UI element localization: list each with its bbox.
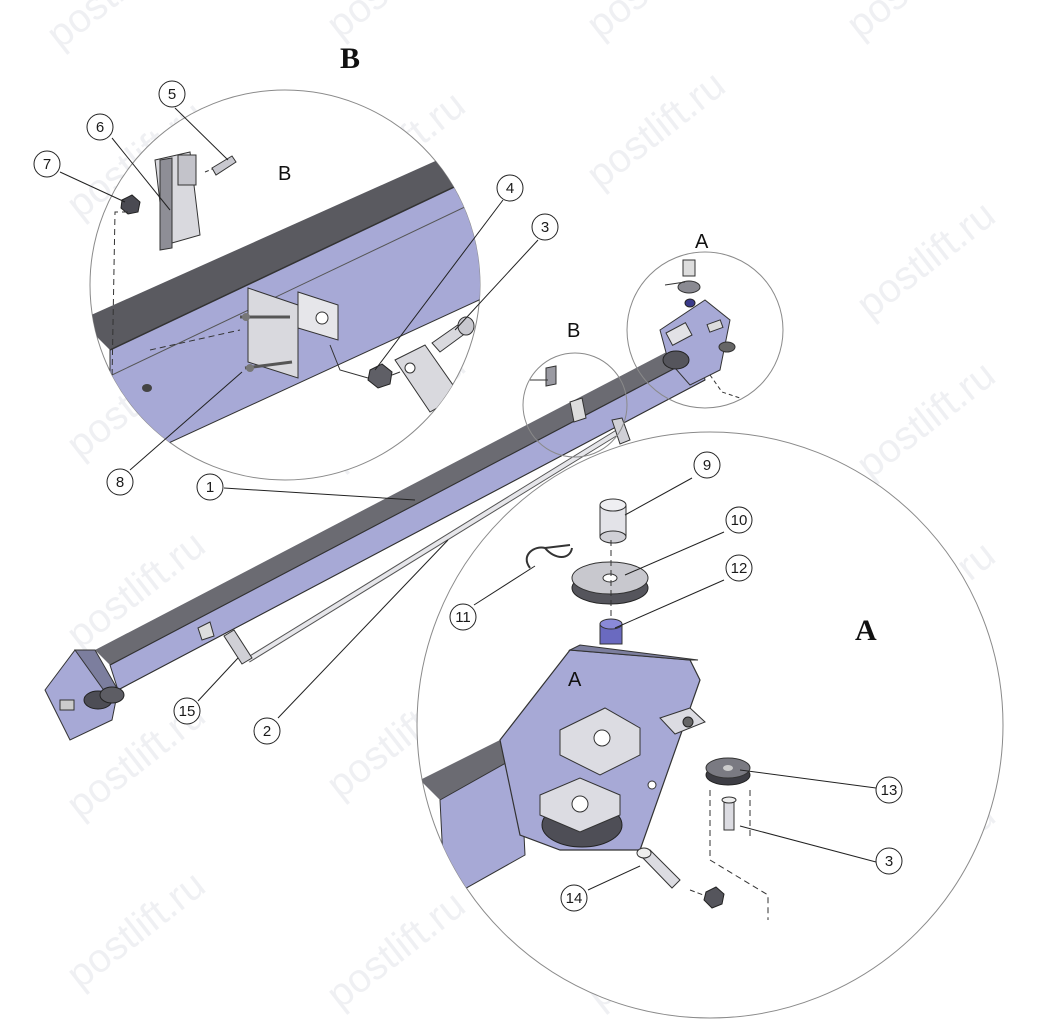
callout-10: 10	[725, 506, 753, 534]
detail-b-ref-circle	[522, 352, 628, 458]
beam-left-end-plate	[44, 649, 119, 741]
watermark: postlift.ru	[838, 0, 993, 47]
callout-11: 11	[449, 603, 477, 631]
leader-lines	[59, 107, 877, 891]
ref-b-label: B	[567, 320, 580, 342]
callout-label: 9	[703, 457, 711, 474]
rod-end-part-15	[223, 629, 253, 665]
detail-b-view: B	[89, 89, 481, 481]
callout-label: 7	[43, 156, 51, 173]
watermark: postlift.ru	[578, 62, 733, 197]
callout-7: 7	[33, 150, 61, 178]
clip-part-11	[525, 544, 573, 569]
nut-part-7	[120, 194, 141, 215]
bolt-head	[242, 313, 250, 321]
callout-14: 14	[560, 884, 588, 912]
callout-4: 4	[496, 174, 524, 202]
callout-label: 12	[731, 560, 748, 577]
detail-a-inner-label: A	[568, 669, 582, 691]
callout-15: 15	[173, 697, 201, 725]
detail-b-inner-label: B	[278, 163, 291, 185]
detail-a-circle	[416, 431, 1004, 1019]
callout-label: 5	[168, 86, 176, 103]
callout-3-upper: 3	[531, 213, 559, 241]
watermark: postlift.ru	[58, 862, 213, 997]
beam-top-face	[90, 150, 480, 350]
bolt-head	[246, 364, 254, 372]
nut-part-4	[367, 363, 393, 389]
callout-label: 10	[731, 512, 748, 529]
callout-label: 3	[885, 853, 893, 870]
watermark: postlift.ru	[848, 352, 1003, 487]
watermark: postlift.ru	[318, 0, 473, 47]
callout-1: 1	[196, 473, 224, 501]
pin-part-3-detail	[723, 799, 735, 831]
detail-a-title: A	[855, 614, 877, 647]
callout-label: 8	[116, 474, 124, 491]
nut-part-14	[703, 886, 725, 909]
callout-label: 13	[881, 782, 898, 799]
callout-label: 14	[566, 890, 583, 907]
screw-part-5	[211, 155, 237, 176]
pin-small	[682, 259, 696, 277]
washer-small	[677, 280, 701, 294]
main-beam-assembly	[44, 259, 741, 741]
callout-label: 15	[179, 703, 196, 720]
bracket-plate	[247, 287, 299, 379]
detail-a-ref-circle	[626, 251, 784, 409]
callout-5: 5	[158, 80, 186, 108]
callout-label: 11	[455, 609, 471, 626]
callout-label: 6	[96, 119, 104, 136]
main-beam-top	[95, 345, 700, 665]
callout-2: 2	[253, 717, 281, 745]
callout-6: 6	[86, 113, 114, 141]
callout-label: 2	[263, 723, 271, 740]
callout-label: 4	[506, 180, 514, 197]
detail-a-view: A	[416, 431, 1004, 1019]
watermark: postlift.ru	[318, 882, 473, 1017]
ref-a-label: A	[695, 231, 709, 253]
callout-12: 12	[725, 554, 753, 582]
callout-label: 3	[541, 219, 549, 236]
watermark: postlift.ru	[848, 192, 1003, 327]
callout-13: 13	[875, 776, 903, 804]
callout-label: 1	[206, 479, 214, 496]
watermark: postlift.ru	[578, 0, 733, 47]
callout-3-lower: 3	[875, 847, 903, 875]
callout-8: 8	[106, 468, 134, 496]
beam-hole	[142, 384, 152, 392]
small-plate	[659, 707, 706, 735]
callout-9: 9	[693, 451, 721, 479]
detail-b-title: B	[340, 42, 360, 75]
watermark: postlift.ru	[38, 0, 193, 57]
